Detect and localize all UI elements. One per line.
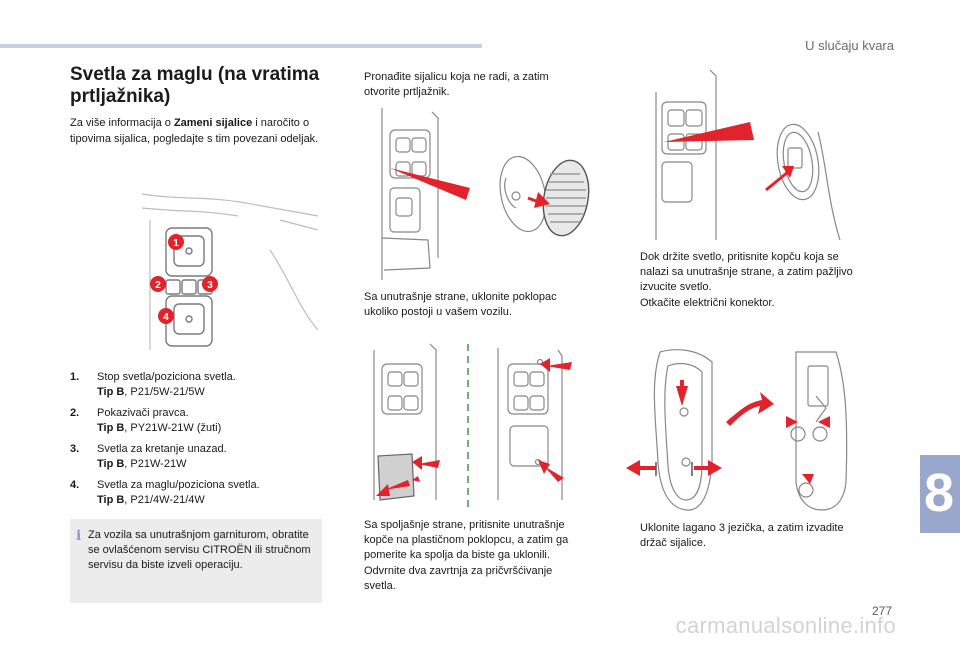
info-icon: i <box>76 528 82 544</box>
step-2: Sa unutrašnje strane, uklonite poklopac … <box>344 290 584 320</box>
figure-light-removal <box>655 69 841 241</box>
list-item: 1. Stop svetla/poziciona svetla. Tip B, P2… <box>70 370 320 400</box>
callout-3: 3 <box>207 280 213 291</box>
item-text: Svetla za kretanje unazad. <box>97 443 227 455</box>
figure-cover-removal <box>373 343 572 510</box>
step-3: Sa spoljašnje strane, pritisnite unutraš… <box>344 518 584 594</box>
chapter-title: U slučaju kvara <box>805 38 894 53</box>
page-number: 277 <box>871 604 892 618</box>
curved-arrow-icon <box>726 392 774 426</box>
list-item: 3. Svetla za kretanje unazad. Tip B, P21W-… <box>70 442 320 472</box>
item-tip-value: , P21W-21W <box>124 458 187 470</box>
step-text: Otkačite električni konektor. <box>640 297 775 309</box>
figure-bulb-holder <box>626 349 848 511</box>
intro-prefix: Za više informacija o <box>70 117 174 129</box>
section-title: Svetla za maglu (na vratima prtljažnika) <box>70 64 320 107</box>
item-text: Stop svetla/poziciona svetla. <box>97 371 236 383</box>
chapter-tab <box>920 455 960 533</box>
item-tip-label: Tip B <box>97 422 125 434</box>
step-text: Uklonite lagano 3 jezička, a zatim izvad… <box>640 522 844 549</box>
arrow-up-right-icon <box>782 166 794 178</box>
step-1: Pronađite sijalicu koja ne radi, a zatim… <box>344 70 584 100</box>
item-tip-label: Tip B <box>97 494 125 506</box>
item-number: 1. <box>70 371 80 383</box>
step-5: Uklonite lagano 3 jezička, a zatim izvad… <box>620 521 870 551</box>
note-text: Za vozila sa unutrašnjom garniturom, obr… <box>88 529 311 571</box>
figure-open-tailgate <box>381 108 590 280</box>
list-item: 2. Pokazivači pravca. Tip B, PY21W-21W (žu… <box>70 406 320 436</box>
item-tip-value: , P21/5W-21/5W <box>124 386 205 398</box>
item-tip-value: , P21/4W-21/4W <box>124 494 205 506</box>
item-number: 4. <box>70 479 80 491</box>
callout-1: 1 <box>173 238 179 249</box>
item-tip-label: Tip B <box>97 386 125 398</box>
step-text: Pronađite sijalicu koja ne radi, a zatim… <box>364 71 549 98</box>
callout-4: 4 <box>163 312 169 323</box>
header-rule <box>0 44 482 48</box>
figure-light-cluster: 1 2 3 4 <box>141 193 319 350</box>
step-text: Odvrnite dva zavrtnja za pričvršćivanje … <box>364 565 553 592</box>
intro-suffix: i naročito o tipovima sijalica, pogledaj… <box>70 117 319 145</box>
intro-paragraph: Za više informacija o Zameni sijalice i … <box>70 115 328 147</box>
list-item: 4. Svetla za maglu/poziciona svetla. Tip B… <box>70 478 320 508</box>
item-tip-label: Tip B <box>97 458 125 470</box>
step-text: Sa spoljašnje strane, pritisnite unutraš… <box>364 519 569 561</box>
step-text: Sa unutrašnje strane, uklonite poklopac … <box>364 291 557 318</box>
step-4: Dok držite svetlo, pritisnite kopču koja… <box>620 250 870 311</box>
item-tip-value: , PY21W-21W (žuti) <box>124 422 222 434</box>
item-number: 3. <box>70 443 80 455</box>
pointer-arrow-icon <box>664 122 754 142</box>
arrow-right-icon <box>534 192 550 208</box>
watermark: carmanualsonline.info <box>675 613 896 638</box>
bulb-list: 1.Stop svetla/poziciona svetla.Tip B, P2… <box>70 370 320 514</box>
chapter-tab-number: 8 <box>923 463 954 523</box>
info-note: i Za vozila sa unutrašnjom garniturom, o… <box>70 519 322 603</box>
step-text: Dok držite svetlo, pritisnite kopču koja… <box>640 251 853 293</box>
item-text: Svetla za maglu/poziciona svetla. <box>97 479 260 491</box>
intro-link-text: Zameni sijalice <box>173 117 253 129</box>
item-text: Pokazivači pravca. <box>97 407 189 419</box>
pointer-arrow-icon <box>390 168 470 200</box>
callout-2: 2 <box>155 280 161 291</box>
item-number: 2. <box>70 407 80 419</box>
